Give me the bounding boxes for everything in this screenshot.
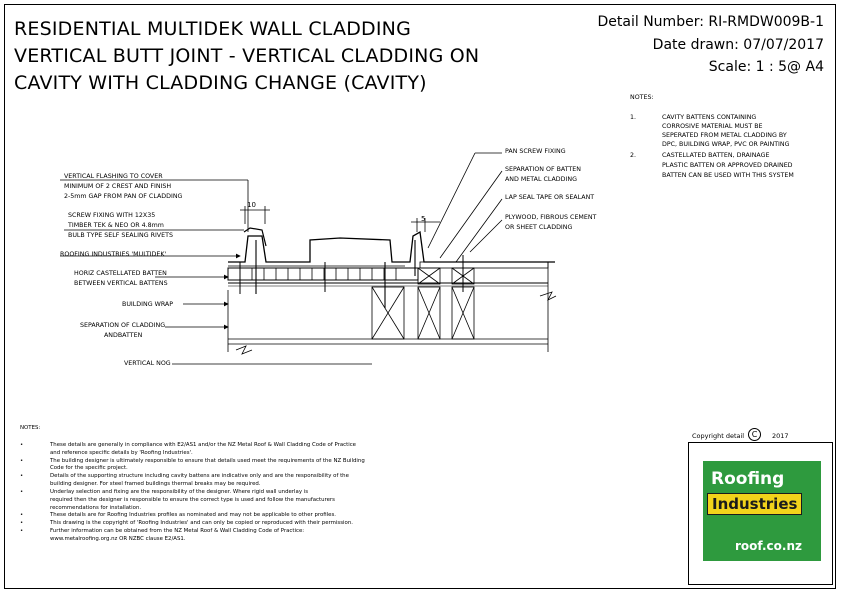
- label-screw-3: BULB TYPE SELF SEALING RIVETS: [68, 232, 173, 239]
- note-1-line-1: CAVITY BATTENS CONTAINING: [662, 114, 757, 121]
- title-line-1: RESIDENTIAL MULTIDEK WALL CLADDING: [14, 18, 412, 40]
- label-pan-screw: PAN SCREW FIXING: [505, 148, 566, 155]
- note-line: These details are generally in complianc…: [50, 442, 357, 448]
- bottom-notes-heading: NOTES:: [20, 425, 41, 431]
- note-line: Code for the specific project.: [50, 465, 128, 472]
- note-1-number: 1.: [630, 114, 637, 121]
- copyright-text: Copyright detail: [692, 432, 745, 440]
- label-flashing-3: 2-5mm GAP FROM PAN OF CLADDING: [64, 193, 183, 200]
- logo-url: roof.co.nz: [735, 539, 802, 553]
- note-2-line-3: BATTEN CAN BE USED WITH THIS SYSTEM: [662, 172, 794, 179]
- note-line: building designer. For steel framed buil…: [50, 481, 261, 488]
- label-plywood-1: PLYWOOD, FIBROUS CEMENT: [505, 214, 597, 221]
- note-line: These details are for Roofing Industries…: [50, 512, 336, 519]
- title-line-2: VERTICAL BUTT JOINT - VERTICAL CLADDING …: [14, 45, 480, 67]
- leader-sep-batten: [439, 170, 503, 259]
- drawing-frame: [4, 4, 836, 589]
- copyright-icon: C: [748, 428, 761, 441]
- label-sep-batten-1: SEPARATION OF BATTEN: [505, 166, 581, 173]
- leader-ply: [469, 219, 503, 253]
- note-line: www.metalroofing.org.nz OR NZBC clause E…: [50, 535, 186, 542]
- label-flashing-2: MINIMUM OF 2 CREST AND FINISH: [64, 183, 172, 190]
- logo-word-roofing: Roofing: [711, 469, 785, 489]
- note-1-line-2: CORROSIVE MATERIAL MUST BE: [662, 123, 763, 130]
- bottom-notes-bullets: • • • • •••: [20, 442, 24, 535]
- note-2-number: 2.: [630, 152, 637, 159]
- note-line: recommendations for installation.: [50, 504, 142, 511]
- leader-lap: [455, 198, 503, 263]
- copyright-year: 2017: [772, 432, 789, 440]
- label-flashing-1: VERTICAL FLASHING TO COVER: [64, 173, 163, 180]
- label-screw-2: TIMBER TEK & NEO OR 4.8mm: [68, 222, 164, 229]
- note-line: The building designer is ultimately resp…: [50, 457, 365, 464]
- detail-number: Detail Number: RI-RMDW009B-1: [597, 14, 824, 30]
- label-roofing: ROOFING INDUSTRIES 'MULTIDEK': [60, 251, 167, 258]
- note-line: and reference specific details by 'Roofi…: [50, 449, 193, 456]
- note-1-line-4: DPC, BUILDING WRAP, PVC OR PAINTING: [662, 141, 790, 148]
- label-plywood-2: OR SHEET CLADDING: [505, 224, 573, 231]
- title-line-3: CAVITY WITH CLADDING CHANGE (CAVITY): [14, 72, 427, 94]
- scale: Scale: 1 : 5@ A4: [708, 59, 824, 75]
- note-2-line-1: CASTELLATED BATTEN, DRAINAGE: [662, 152, 770, 159]
- dim-5: 5: [421, 215, 426, 223]
- note-line: Details of the supporting structure incl…: [50, 473, 349, 480]
- note-line: This drawing is the copyright of 'Roofin…: [50, 520, 353, 527]
- date-drawn: Date drawn: 07/07/2017: [652, 37, 824, 53]
- label-wrap: BUILDING WRAP: [122, 301, 174, 308]
- label-batten-2: BETWEEN VERTICAL BATTENS: [74, 280, 168, 287]
- bottom-notes-text: These details are generally in complianc…: [50, 442, 365, 544]
- note-2-line-2: PLASTIC BATTEN OR APPROVED DRAINED: [662, 162, 793, 169]
- label-separation-1: SEPARATION OF CLADDING: [80, 322, 166, 329]
- label-lap-seal: LAP SEAL TAPE OR SEALANT: [505, 194, 595, 201]
- dim-10: 10: [247, 201, 256, 209]
- label-sep-batten-2: AND METAL CLADDING: [505, 176, 577, 183]
- note-1-line-3: SEPERATED FROM METAL CLADDING BY: [662, 132, 787, 139]
- cladding-profile: [228, 230, 555, 263]
- note-line: Further information can be obtained from…: [50, 528, 305, 535]
- note-line: required then the designer is responsibl…: [50, 496, 335, 503]
- logo-box: Roofing Industries roof.co.nz: [688, 442, 833, 585]
- logo-word-industries: Industries: [707, 493, 803, 515]
- notes-right-heading: NOTES:: [630, 94, 654, 101]
- note-line: Underlay selection and fixing are the re…: [50, 488, 309, 495]
- label-batten-1: HORIZ CASTELLATED BATTEN: [74, 270, 167, 277]
- label-separation-2: ANDBATTEN: [104, 332, 143, 339]
- label-screw-1: SCREW FIXING WITH 12X35: [68, 212, 156, 219]
- label-nog: VERTICAL NOG: [124, 360, 171, 367]
